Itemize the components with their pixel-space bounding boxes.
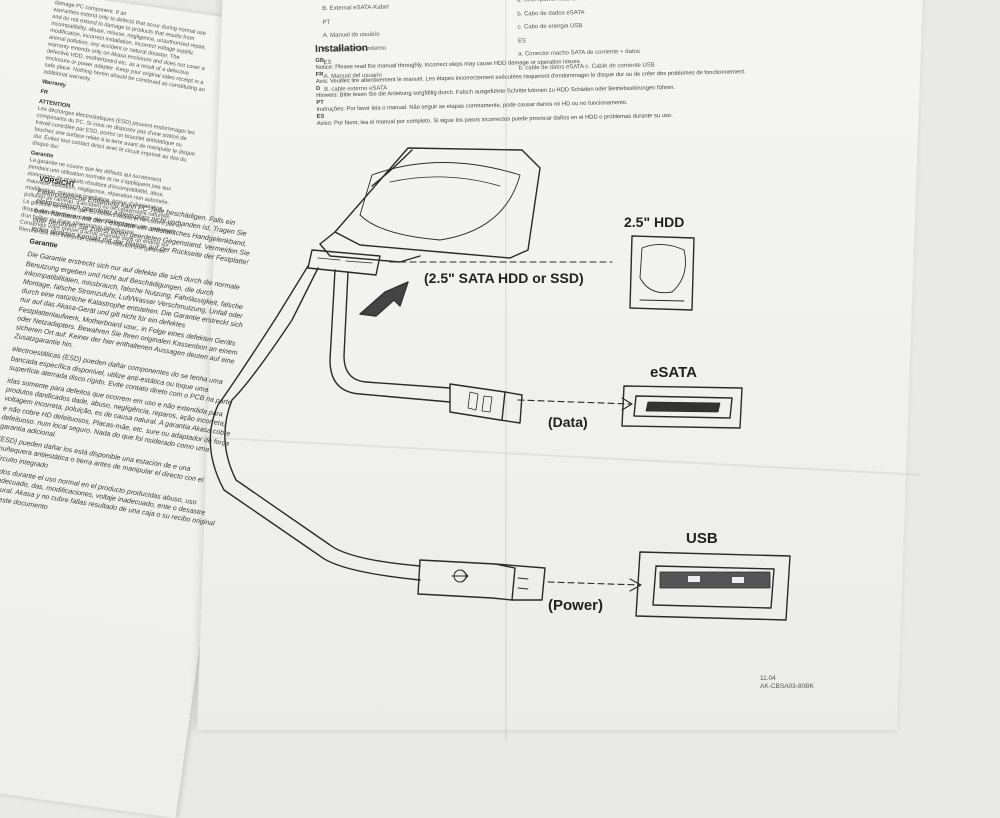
esata-dashed-arrow — [517, 399, 631, 405]
insert-arrow — [359, 281, 409, 317]
data-cable-line — [329, 269, 451, 403]
hdd-drive-illustration — [334, 147, 541, 259]
sata-connector-illustration — [307, 249, 381, 276]
connection-diagram — [209, 147, 791, 621]
hdd-type-label: 2.5" HDD — [624, 214, 685, 230]
model-number: AK-CBSA03-80BK — [760, 683, 814, 690]
print-date: 11.04 — [760, 675, 776, 682]
hdd-icon — [629, 235, 695, 311]
power-label: (Power) — [548, 597, 604, 614]
data-label: (Data) — [548, 414, 588, 430]
usb-port-icon — [635, 551, 791, 621]
sata-device-label: (2.5" SATA HDD or SSD) — [424, 270, 584, 286]
esata-plug-illustration — [449, 383, 523, 424]
usb-dashed-arrow — [547, 581, 641, 586]
esata-port-icon — [621, 385, 743, 429]
paper-fold-vertical — [505, 0, 507, 741]
usb-plug-illustration — [417, 559, 516, 601]
print-code: 11.04 AK-CBSA03-80BK — [760, 675, 814, 691]
power-cable-line — [224, 267, 421, 567]
esata-label: eSATA — [650, 364, 697, 381]
usb-label: USB — [686, 530, 718, 547]
